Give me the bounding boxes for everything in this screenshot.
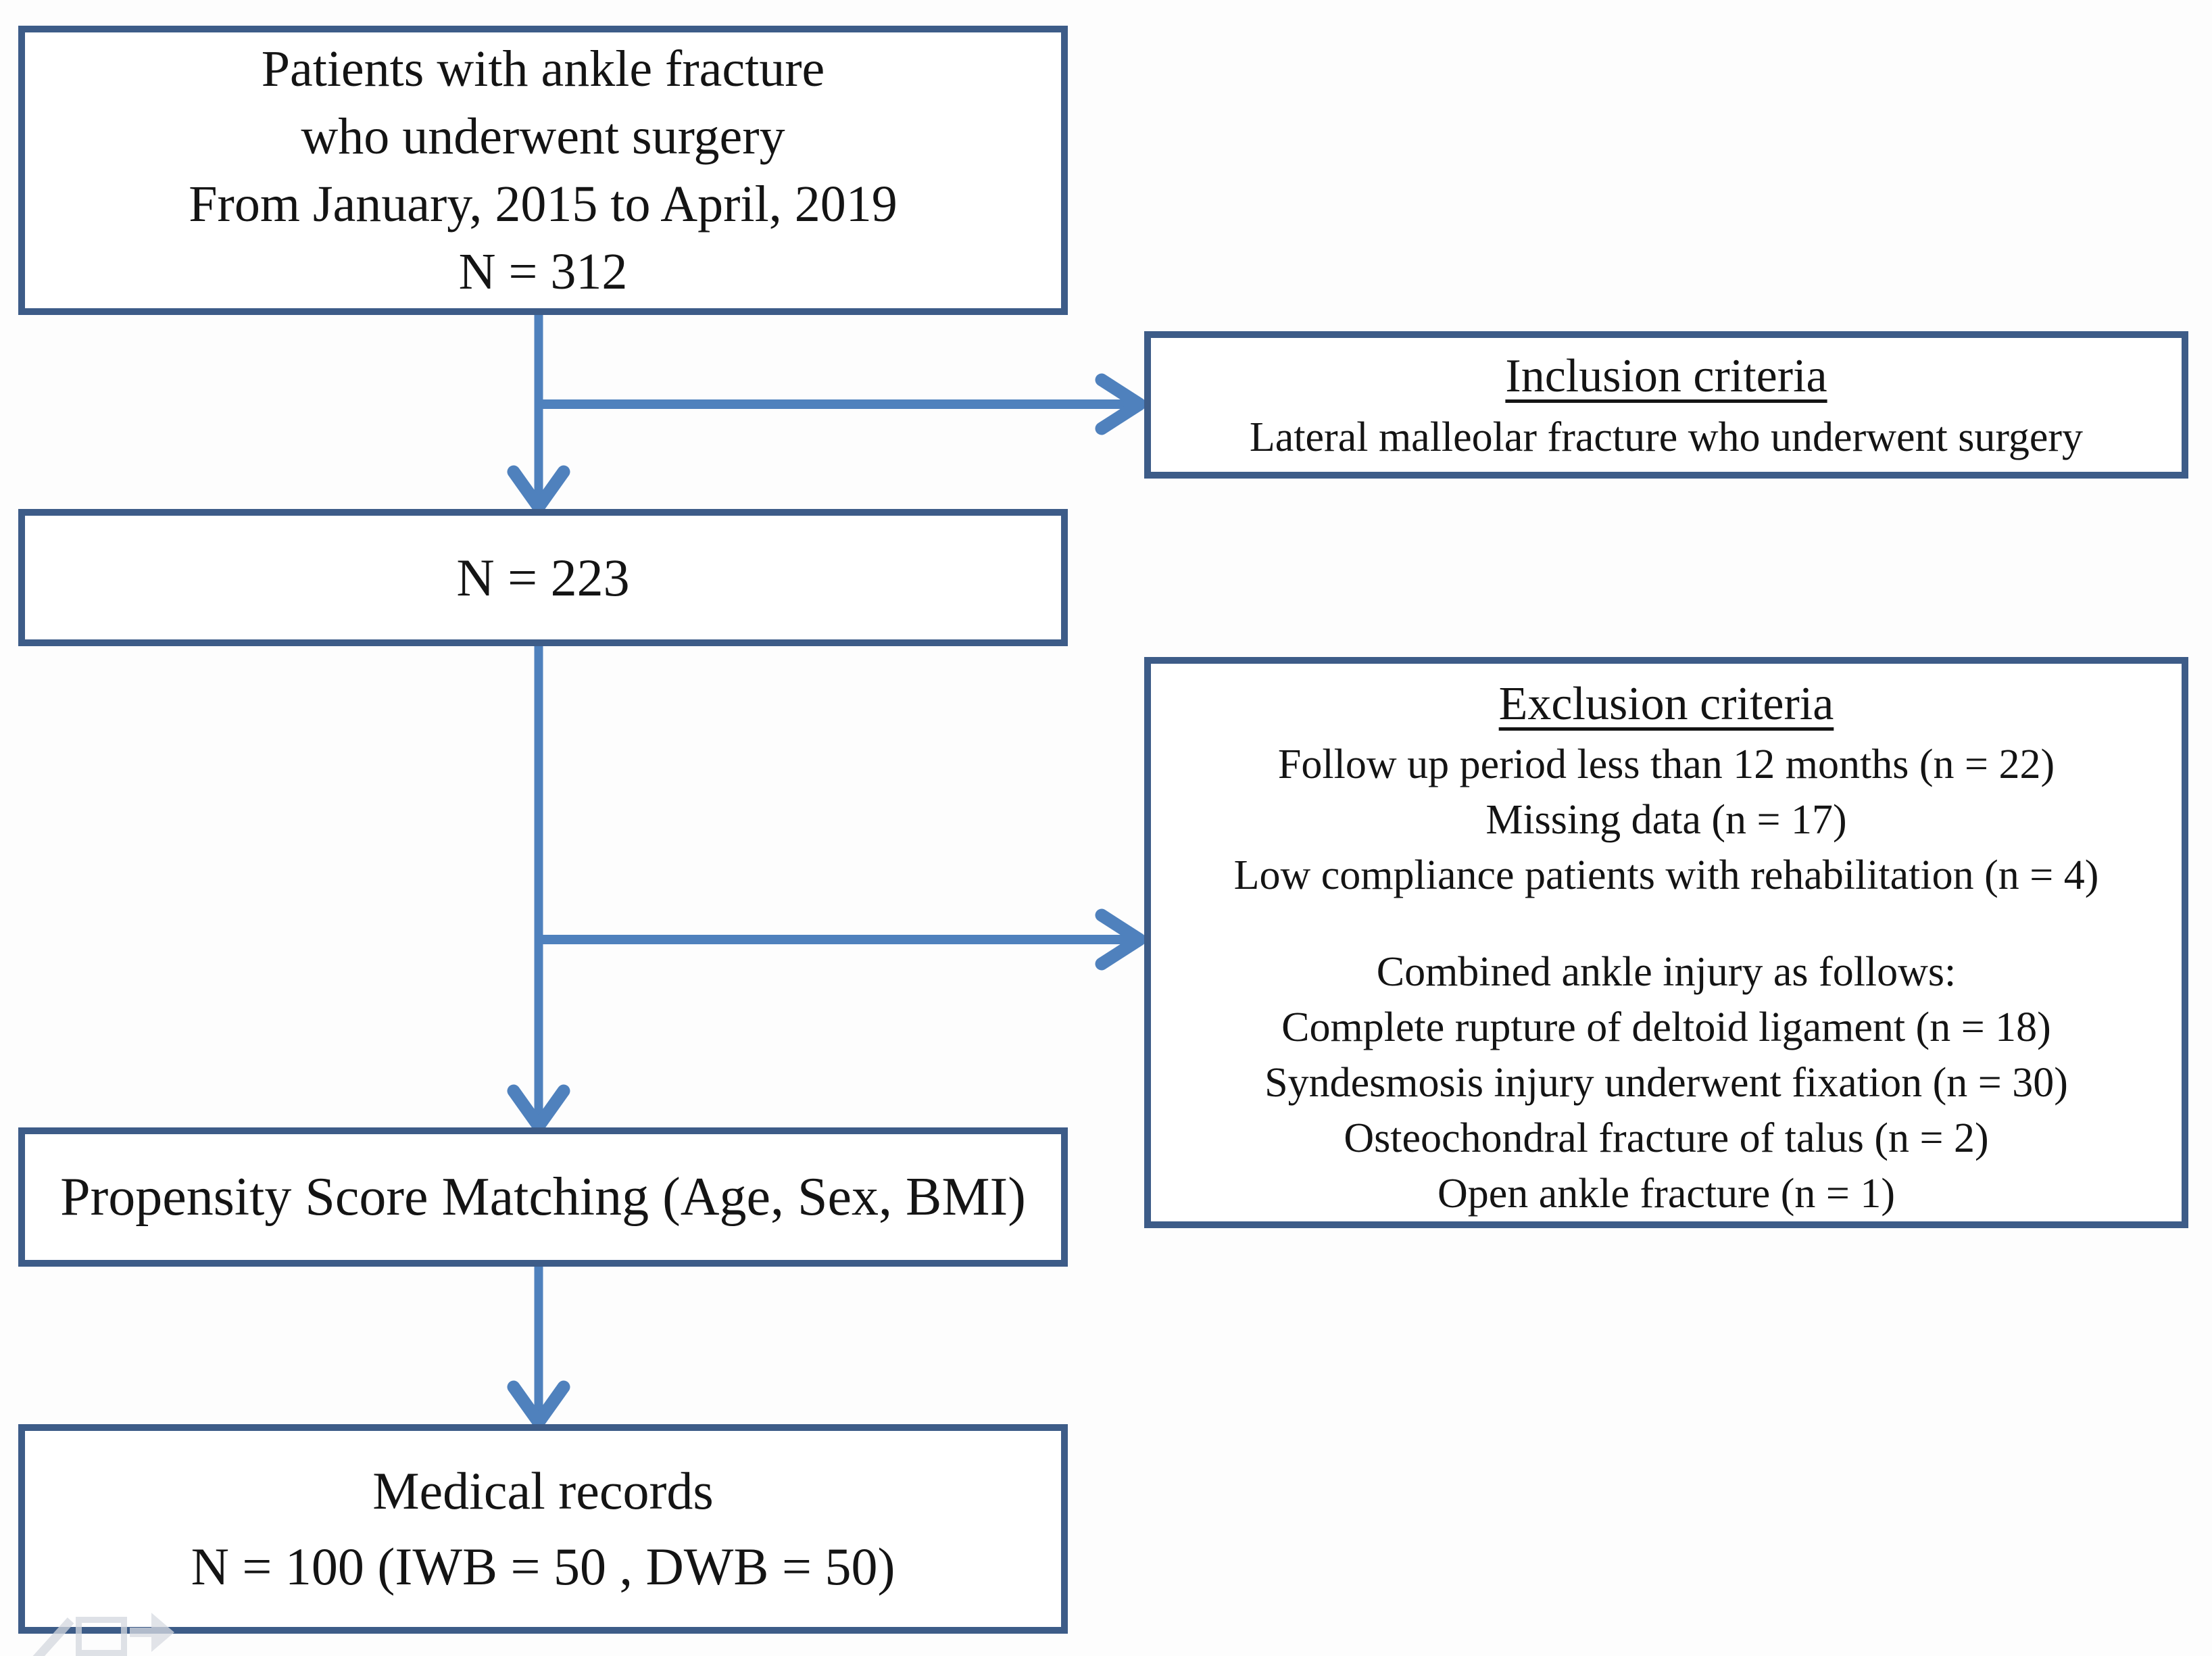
- arrow-branch-to-inclusion: [539, 373, 1146, 435]
- exclusion-line-3: Low compliance patients with rehabilitat…: [1233, 852, 2099, 898]
- document-icon: [76, 1617, 127, 1656]
- final-line-1: Medical records: [372, 1461, 714, 1520]
- exclusion-title: Exclusion criteria: [1498, 678, 1834, 730]
- exclusion-line-1: Follow up period less than 12 months (n …: [1277, 741, 2055, 787]
- box-after-inclusion: N = 223: [18, 509, 1068, 646]
- exclusion-line-5: Complete rupture of deltoid ligament (n …: [1281, 1004, 2051, 1050]
- right-arrowhead-icon: [1095, 373, 1146, 435]
- box-exclusion-criteria: Exclusion criteria Follow up period less…: [1144, 657, 2188, 1228]
- initial-line-3: From January, 2015 to April, 2019: [189, 176, 898, 233]
- initial-line-2: who underwent surgery: [301, 108, 785, 165]
- exclusion-line-2: Missing data (n = 17): [1485, 797, 1847, 843]
- initial-line-1: Patients with ankle fracture: [261, 41, 825, 97]
- cursor-arrow-tip-icon: [151, 1613, 174, 1652]
- document-underline-icon: [76, 1655, 127, 1656]
- inclusion-title: Inclusion criteria: [1505, 350, 1827, 402]
- arrow-branch-to-exclusion: [539, 908, 1146, 971]
- arrow-initial-to-n223: [507, 312, 570, 514]
- exclusion-line-4: Combined ankle injury as follows:: [1376, 949, 1957, 995]
- down-arrowhead-icon: [507, 1084, 570, 1133]
- box-initial-cohort: Patients with ankle fracture who underwe…: [18, 26, 1068, 315]
- final-count: N = 100 (IWB = 50 , DWB = 50): [191, 1537, 895, 1596]
- matching-label: Propensity Score Matching (Age, Sex, BMI…: [60, 1167, 1026, 1227]
- arrow-matching-to-final: [507, 1264, 570, 1429]
- exclusion-line-7: Osteochondral fracture of talus (n = 2): [1344, 1115, 1989, 1161]
- down-arrowhead-icon: [507, 465, 570, 514]
- exclusion-line-6: Syndesmosis injury underwent fixation (n…: [1264, 1060, 2068, 1106]
- slash-icon: [13, 1617, 74, 1656]
- cursor-arrow-icon: [130, 1628, 153, 1637]
- box-inclusion-criteria: Inclusion criteria Lateral malleolar fra…: [1144, 331, 2188, 479]
- down-arrowhead-icon: [507, 1380, 570, 1429]
- arrow-n223-to-matching: [507, 646, 570, 1133]
- box-propensity-matching: Propensity Score Matching (Age, Sex, BMI…: [18, 1127, 1068, 1267]
- exclusion-line-8: Open ankle fracture (n = 1): [1437, 1171, 1896, 1217]
- watermark: [0, 1568, 203, 1656]
- after-inclusion-count: N = 223: [456, 547, 630, 607]
- inclusion-body: Lateral malleolar fracture who underwent…: [1249, 414, 2084, 460]
- box-final-cohort: Medical records N = 100 (IWB = 50 , DWB …: [18, 1424, 1068, 1634]
- initial-count: N = 312: [458, 243, 628, 300]
- right-arrowhead-icon: [1095, 908, 1146, 971]
